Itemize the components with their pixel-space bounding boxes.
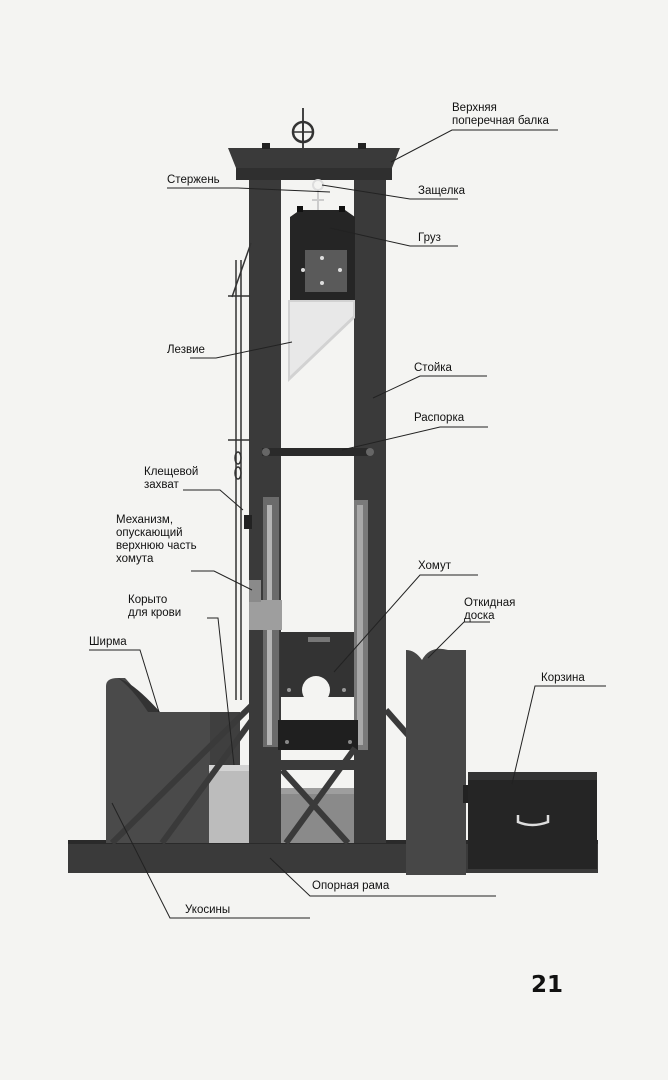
collar (278, 632, 358, 750)
label-latch: Защелка (418, 185, 466, 197)
page-number: 21 (531, 972, 564, 998)
pulley-icon (291, 108, 315, 150)
label-basket: Корзина (541, 672, 585, 684)
label-collar: Хомут (418, 560, 451, 572)
latch-icon (312, 179, 324, 210)
label-spacer: Распорка (414, 412, 465, 424)
label-base-frame: Опорная рама (312, 880, 390, 892)
label-screen: Ширма (89, 636, 127, 648)
basket (468, 772, 597, 869)
label-rod: Стержень (167, 174, 220, 186)
label-tilting-board: Откидная доска (464, 597, 516, 622)
label-braces: Укосины (185, 904, 231, 916)
label-top-crossbeam: Верхняя поперечная балка (452, 102, 549, 127)
label-lowering-mechanism: Механизм, опускающий верхнюю часть хомут… (116, 514, 197, 565)
weight (290, 206, 355, 300)
tilting-board (406, 648, 466, 875)
label-blade: Лезвие (167, 344, 205, 356)
label-blood-trough: Корыто для крови (128, 594, 182, 619)
leader-lines (89, 129, 606, 919)
side-rods (228, 242, 252, 700)
spacer-bar (262, 448, 370, 456)
top-crossbeam (228, 148, 400, 168)
label-pincer-grip: Клещевой захват (144, 466, 199, 491)
label-upright: Стойка (414, 362, 452, 374)
label-weight: Груз (418, 232, 441, 244)
